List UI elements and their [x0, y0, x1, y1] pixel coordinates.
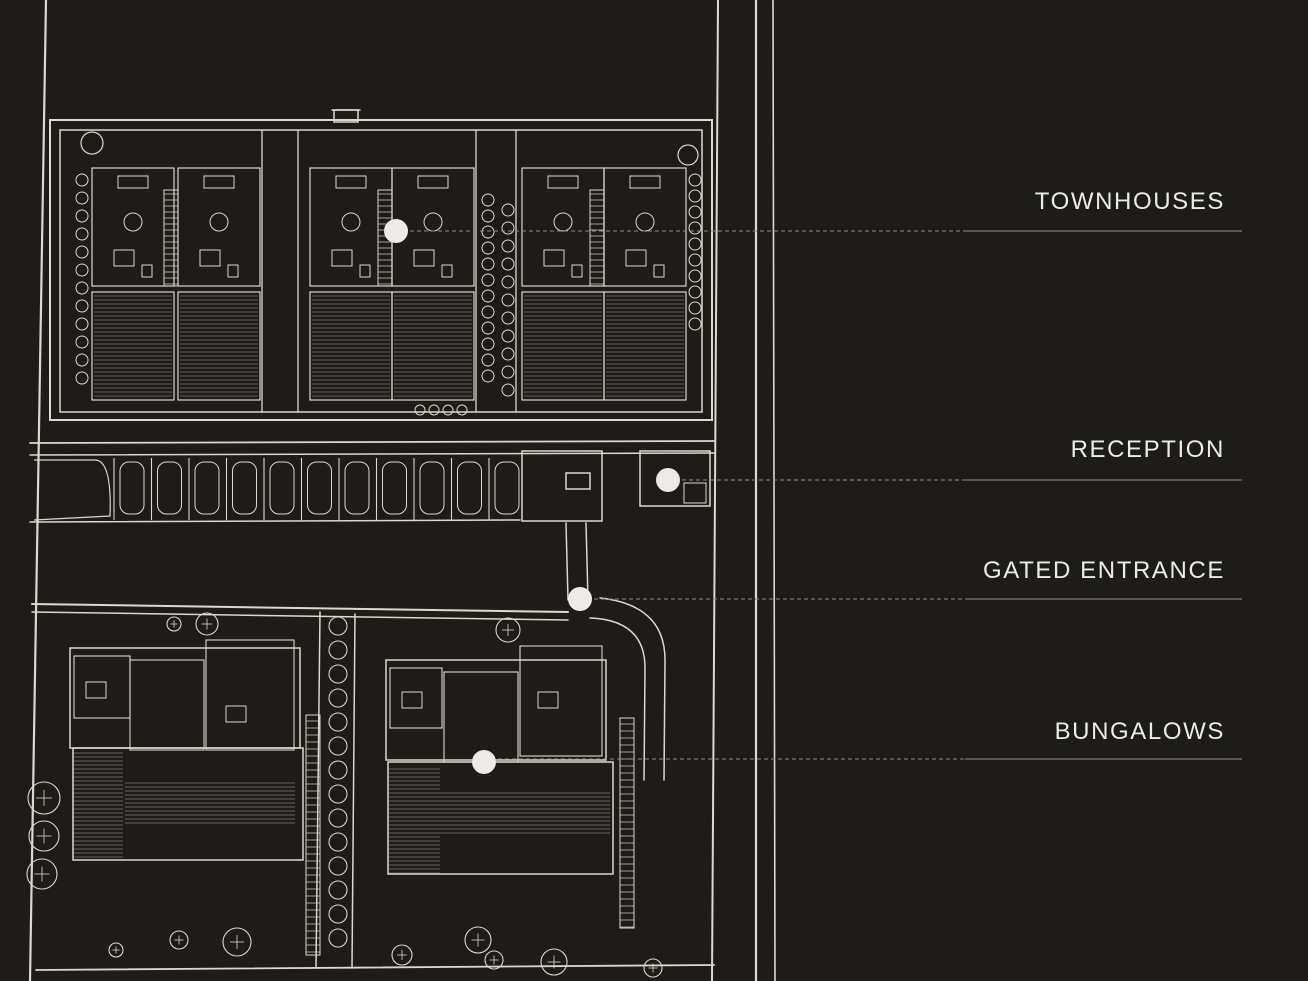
marker-gated-entrance[interactable]	[568, 587, 592, 611]
sketch-detail	[26, 130, 707, 978]
sketch-linework	[28, 0, 776, 981]
callout-markers	[384, 219, 680, 774]
label-reception: RECEPTION	[1070, 436, 1225, 463]
label-townhouses: TOWNHOUSES	[1034, 188, 1225, 215]
label-gated-entrance: GATED ENTRANCE	[983, 557, 1225, 584]
callout-leader-lines	[410, 230, 1242, 760]
marker-townhouses[interactable]	[384, 219, 408, 243]
marker-bungalows[interactable]	[472, 750, 496, 774]
label-bungalows: BUNGALOWS	[1054, 718, 1225, 745]
marker-reception[interactable]	[656, 468, 680, 492]
